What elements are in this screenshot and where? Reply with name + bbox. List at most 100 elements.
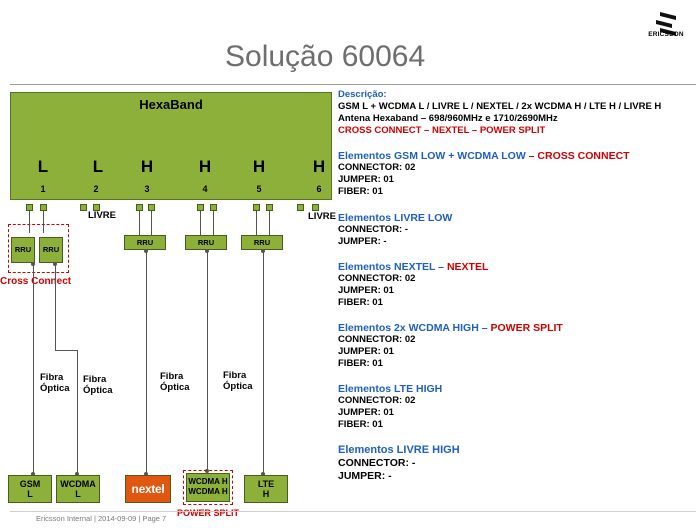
rru-wcdma-high: RRU: [185, 235, 227, 250]
fiber-line-wcdma-high: [207, 252, 208, 472]
endpoint-gsm-low: GSM L: [8, 475, 52, 503]
port-connector: [80, 204, 87, 211]
title-divider: [10, 84, 696, 85]
section-heading-red: – CROSS CONNECT: [525, 150, 630, 162]
fibra-label-4: Fibra Óptica: [223, 370, 253, 392]
fiber-dot: [53, 262, 57, 266]
fiber-dot: [205, 249, 209, 253]
jumper-line: [213, 211, 214, 235]
cross-connect-label: Cross Connect: [0, 276, 72, 287]
jumper-line: [269, 211, 270, 235]
section-heading-blue: Elementos NEXTEL –: [338, 261, 447, 273]
section-livre-low: Elementos LIVRE LOW CONNECTOR: - JUMPER:…: [338, 212, 698, 248]
description-line: GSM L + WCDMA L / LIVRE L / NEXTEL / 2x …: [338, 101, 662, 112]
section-heading-red: POWER SPLIT: [490, 322, 563, 334]
section-line: JUMPER: 01: [338, 407, 394, 418]
rru-lte: RRU: [241, 235, 283, 250]
logo-text: ERICSSON: [648, 31, 684, 38]
port-connector: [266, 204, 273, 211]
port-connector: [93, 204, 100, 211]
port-number-1: 1: [40, 184, 46, 194]
section-heading-blue: Elementos GSM LOW + WCDMA LOW: [338, 150, 526, 162]
port-connector: [297, 204, 304, 211]
description-line: Antena Hexaband – 698/960MHz e 1710/2690…: [338, 113, 558, 124]
section-line: CONNECTOR: 02: [338, 395, 416, 406]
nextel-logo-text: nextel: [131, 482, 165, 496]
antenna-title: HexaBand: [139, 97, 203, 112]
section-heading-blue: Elementos 2x WCDMA HIGH –: [338, 322, 491, 334]
rru-wcdma-low: RRU: [39, 237, 63, 263]
fiber-line-lte: [263, 252, 264, 475]
power-split-box: [183, 470, 233, 505]
band-label-3: H: [140, 157, 154, 176]
fiber-line-wcdma: [55, 350, 77, 351]
section-line: FIBER: 01: [338, 419, 383, 430]
port-number-4: 4: [202, 184, 208, 194]
fibra-label-2: Fibra Óptica: [83, 374, 113, 396]
port-connector: [312, 204, 319, 211]
fiber-line-nextel: [146, 252, 147, 475]
slide-title: Solução 60064: [225, 40, 426, 73]
fibra-label-3: Fibra Óptica: [160, 371, 190, 393]
section-line: JUMPER: 01: [338, 285, 394, 296]
section-line: CONNECTOR: 02: [338, 162, 416, 173]
section-line: CONNECTOR: -: [338, 224, 409, 235]
hexaband-antenna: [10, 92, 332, 200]
jumper-line: [43, 211, 44, 233]
fiber-dot: [144, 472, 148, 476]
livre-high-label: LIVRE: [308, 211, 336, 222]
section-line: CONNECTOR: 02: [338, 334, 416, 345]
section-heading: Elementos LIVRE LOW: [338, 212, 698, 224]
rru-gsm: RRU: [11, 237, 35, 263]
fiber-line-wcdma: [55, 265, 56, 350]
section-line: CONNECTOR: 02: [338, 273, 416, 284]
description-block: Descrição: GSM L + WCDMA L / LIVRE L / N…: [338, 89, 698, 137]
jumper-line: [256, 211, 257, 235]
band-label-4: H: [198, 157, 212, 176]
section-heading-blue: Elementos LTE HIGH: [338, 383, 443, 395]
section-heading: Elementos LIVRE HIGH: [338, 444, 698, 457]
endpoint-nextel: nextel: [125, 475, 171, 503]
fiber-dot: [144, 249, 148, 253]
jumper-line: [139, 211, 140, 235]
endpoint-lte-high: LTE H: [244, 475, 288, 503]
port-number-5: 5: [256, 184, 262, 194]
port-number-2: 2: [93, 184, 99, 194]
section-heading: Elementos 2x WCDMA HIGH – POWER SPLIT: [338, 322, 698, 334]
endpoint-wcdma-high: WCDMA H WCDMA H: [186, 473, 230, 502]
jumper-line: [200, 211, 201, 235]
section-line: JUMPER: 01: [338, 174, 394, 185]
port-connector: [210, 204, 217, 211]
port-connector: [253, 204, 260, 211]
section-heading: Elementos NEXTEL – NEXTEL: [338, 261, 698, 273]
band-label-5: H: [252, 157, 266, 176]
port-number-6: 6: [316, 184, 322, 194]
fiber-dot: [261, 249, 265, 253]
cross-connect-box: [8, 224, 69, 273]
section-line: JUMPER: 01: [338, 346, 394, 357]
fiber-dot: [31, 262, 35, 266]
port-number-3: 3: [144, 184, 150, 194]
section-line: JUMPER: -: [338, 470, 392, 482]
section-wcdma-high: Elementos 2x WCDMA HIGH – POWER SPLIT CO…: [338, 322, 698, 370]
footer-text: Ericsson Internal | 2014-09-09 | Page 7: [36, 514, 167, 523]
band-label-1: L: [37, 157, 49, 176]
port-connector: [148, 204, 155, 211]
section-heading-red: NEXTEL: [446, 261, 489, 273]
fiber-line-gsm: [33, 265, 34, 475]
section-line: FIBER: 01: [338, 297, 383, 308]
section-heading: Elementos LTE HIGH: [338, 383, 698, 395]
section-line: FIBER: 01: [338, 358, 383, 369]
section-line: JUMPER: -: [338, 236, 387, 247]
jumper-line: [29, 211, 30, 233]
description-line: CROSS CONNECT – NEXTEL – POWER SPLIT: [338, 125, 546, 136]
jumper-line: [151, 211, 152, 235]
section-heading-blue: Elementos LIVRE HIGH: [338, 444, 460, 456]
fiber-dot: [31, 472, 35, 476]
band-label-6: H: [312, 157, 326, 176]
section-line: CONNECTOR: -: [338, 457, 416, 469]
section-heading-blue: Elementos LIVRE LOW: [338, 212, 453, 224]
port-connector: [40, 204, 47, 211]
rru-nextel: RRU: [124, 235, 166, 250]
fiber-dot: [75, 472, 79, 476]
